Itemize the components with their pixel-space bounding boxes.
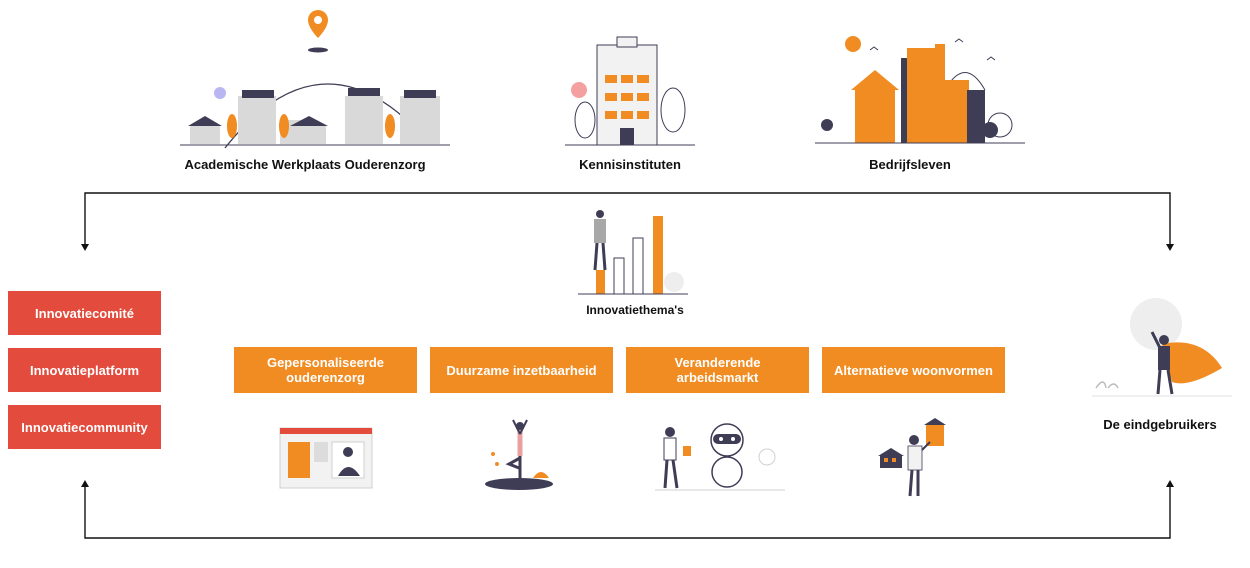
business-buildings-illustration bbox=[815, 36, 1025, 144]
theme-changing-labour-market: Veranderende arbeidsmarkt bbox=[626, 347, 809, 393]
end-users-label: De eindgebruikers bbox=[1103, 417, 1217, 432]
yoga-person-illustration bbox=[485, 419, 553, 490]
robot-assistant-illustration bbox=[655, 423, 785, 491]
theme-personalized-care: Gepersonaliseerde ouderenzorg bbox=[234, 347, 417, 393]
innovation-committee-box: Innovatiecomité bbox=[8, 291, 161, 335]
theme-sustainable-employability: Duurzame inzetbaarheid bbox=[430, 347, 613, 393]
source-label-institutes: Kennisinstituten bbox=[579, 157, 681, 172]
source-label-business: Bedrijfsleven bbox=[869, 157, 951, 172]
growth-bars-illustration bbox=[578, 210, 688, 295]
themes-title: Innovatiethema's bbox=[586, 303, 684, 317]
city-skyline-illustration bbox=[180, 10, 450, 149]
theme-alternative-housing: Alternatieve woonvormen bbox=[822, 347, 1005, 393]
holding-house-illustration bbox=[878, 418, 946, 497]
video-call-illustration bbox=[279, 427, 373, 489]
institute-building-illustration bbox=[565, 36, 695, 146]
innovation-community-box: Innovatiecommunity bbox=[8, 405, 161, 449]
innovation-platform-box: Innovatieplatform bbox=[8, 348, 161, 392]
superhero-user-illustration bbox=[1092, 298, 1232, 397]
source-label-academic: Academische Werkplaats Ouderenzorg bbox=[184, 157, 426, 172]
